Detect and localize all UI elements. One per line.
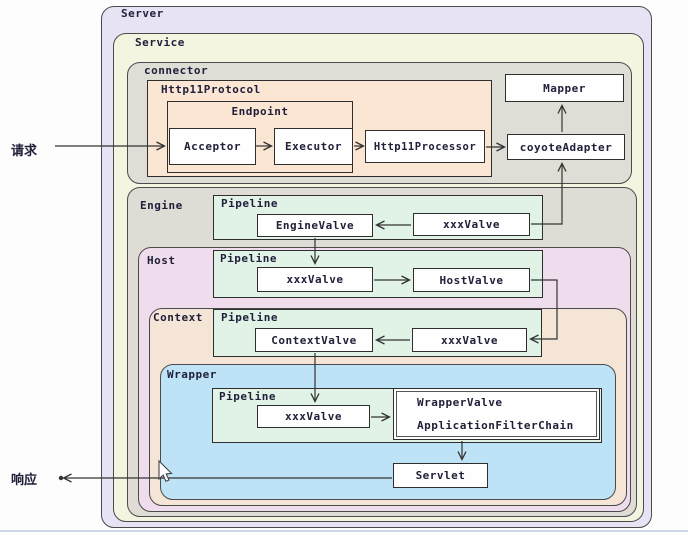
context-pipeline-label: Pipeline <box>221 311 278 324</box>
http11protocol-label: Http11Protocol <box>161 83 261 96</box>
servlet-box: Servlet <box>393 463 488 488</box>
response-arrow-dot <box>58 475 64 481</box>
context-label: Context <box>153 311 203 324</box>
endpoint-label: Endpoint <box>231 105 289 118</box>
request-label: 请求 <box>11 144 38 159</box>
service-label: Service <box>135 36 185 49</box>
wrapper-xxx-valve-box: xxxValve <box>257 405 370 428</box>
connector-label: connector <box>144 64 209 77</box>
wrapper-pipeline-label: Pipeline <box>219 390 276 403</box>
engine-label: Engine <box>140 199 183 212</box>
response-label: 响应 <box>11 473 38 488</box>
host-valve-box: HostValve <box>413 268 530 292</box>
http11processor-box: Http11Processor <box>365 130 485 163</box>
executor-box: Executor <box>274 128 353 165</box>
host-label: Host <box>147 254 176 267</box>
engine-xxx-valve-box: xxxValve <box>413 213 530 236</box>
host-xxx-valve-box: xxxValve <box>257 267 373 292</box>
context-xxx-valve-box: xxxValve <box>412 328 527 352</box>
context-valve-box: ContextValve <box>255 328 373 352</box>
server-label: Server <box>121 7 164 20</box>
coyote-adapter-box: coyoteAdapter <box>507 134 625 160</box>
engine-valve-box: EngineValve <box>257 214 373 237</box>
acceptor-box: Acceptor <box>169 128 256 165</box>
page-bottom-rule <box>0 530 688 532</box>
host-pipeline-label: Pipeline <box>220 252 277 265</box>
application-filter-chain-label: ApplicationFilterChain <box>417 419 574 432</box>
wrapper-label: Wrapper <box>167 368 217 381</box>
wrapper-valve-box: WrapperValve ApplicationFilterChain <box>393 388 600 440</box>
wrapper-valve-label: WrapperValve <box>417 396 503 409</box>
engine-pipeline-label: Pipeline <box>221 197 278 210</box>
mapper-box: Mapper <box>505 74 624 102</box>
